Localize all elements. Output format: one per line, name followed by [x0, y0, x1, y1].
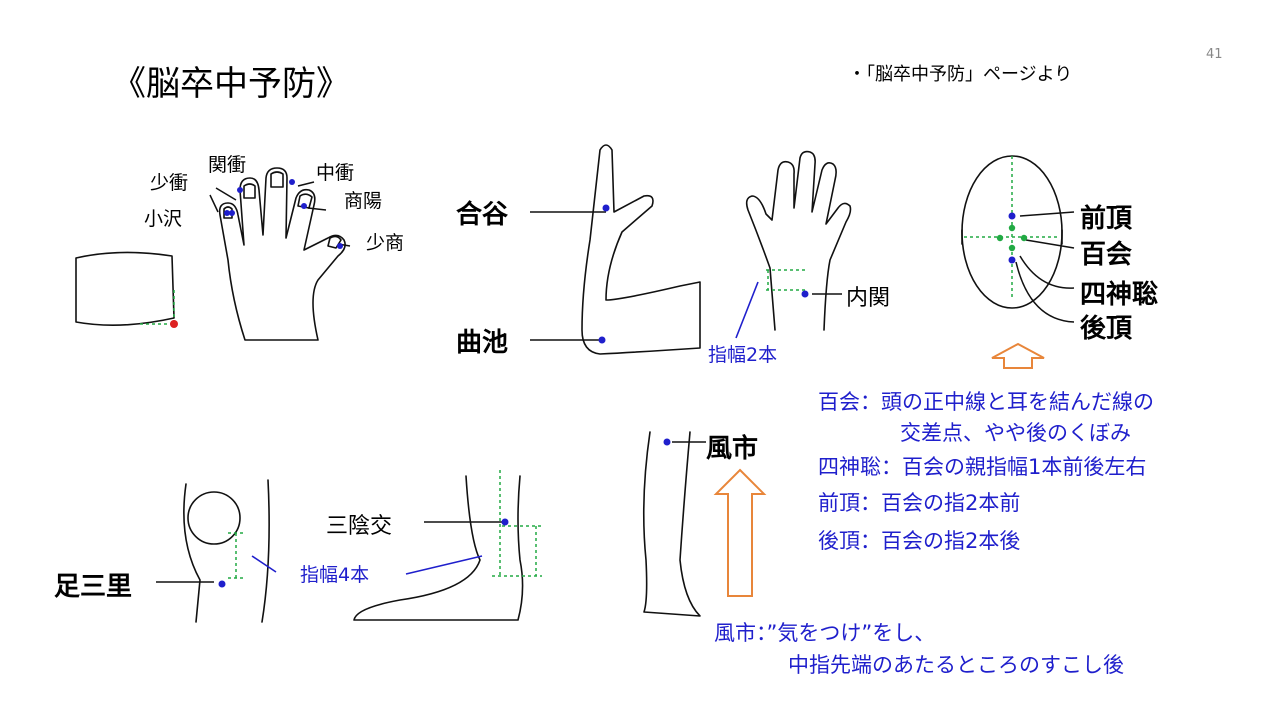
note-fushi-1: 風市：”気をつけ”をし、 [714, 621, 936, 645]
label-fushi: 風市 [706, 434, 759, 464]
note-gocho: 後頂：百会の指2本後 [818, 529, 1021, 553]
arm-outline [581, 144, 701, 355]
label-shotaku: 小沢 [144, 208, 183, 230]
label-chusho: 中衝 [316, 162, 355, 184]
label-hyakue: 百会 [1080, 240, 1133, 270]
ankle-outline [353, 475, 524, 621]
label-goukoku: 合谷 [456, 200, 509, 230]
label-kyokuchi: 曲池 [456, 328, 509, 358]
label-shosho: 少商 [366, 232, 405, 254]
label-zencho: 前頂 [1080, 204, 1133, 234]
large-up-arrow [713, 468, 767, 597]
label-shoyo: 商陽 [344, 190, 383, 212]
label-shousho: 少衝 [150, 172, 189, 194]
standing-leg-outline [642, 431, 701, 617]
label-finger-width-2: 指幅2本 [708, 344, 778, 366]
hand-outline [218, 167, 346, 341]
label-sanninkou: 三陰交 [326, 514, 393, 539]
note-hyakue-1: 百会：頭の正中線と耳を結んだ線の [818, 390, 1154, 414]
page-title: 《脳卒中予防》 [112, 64, 350, 104]
source-note: ・「脳卒中予防」ページより [848, 64, 1073, 85]
note-shishinsou: 四神聡：百会の親指幅1本前後左右 [818, 455, 1147, 479]
label-finger-width-4: 指幅4本 [300, 564, 370, 586]
note-fushi-2: 中指先端のあたるところのすこし後 [788, 653, 1124, 677]
label-shishinsou: 四神聡 [1080, 280, 1159, 310]
page-number: 41 [1206, 47, 1223, 62]
label-ashisanri: 足三里 [54, 572, 133, 602]
note-hyakue-2: 交差点、やや後のくぼみ [900, 421, 1131, 445]
head-outline [961, 155, 1063, 309]
knee-outline [187, 491, 241, 545]
palm-outline [745, 150, 852, 331]
fingertip-outline [75, 251, 175, 326]
note-zencho: 前頂：百会の指2本前 [818, 491, 1021, 515]
label-naikan: 内関 [846, 286, 891, 311]
label-gocho: 後頂 [1080, 314, 1133, 344]
small-up-arrow [991, 342, 1045, 369]
label-kansho: 関衝 [208, 154, 247, 176]
